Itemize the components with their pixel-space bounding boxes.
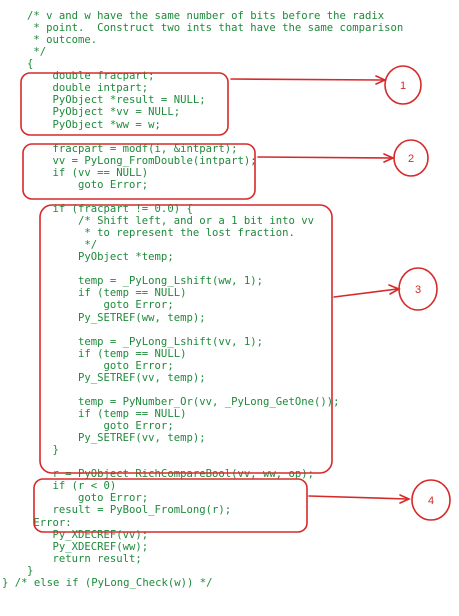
code-line: temp = _PyLong_Lshift(ww, 1); [27, 275, 263, 288]
annotation-arrow-1 [230, 78, 384, 81]
annotation-circle-2 [393, 139, 429, 177]
code-line: if (fracpart != 0.0) { [27, 202, 193, 215]
code-line: fracpart = modf(i, &intpart); [27, 142, 238, 155]
annotation-arrow-3 [333, 288, 398, 298]
code-line: goto Error; [27, 178, 149, 191]
code-line: if (temp == NULL) [27, 347, 187, 360]
code-line: PyObject *vv = NULL; [27, 106, 181, 119]
annotation-circle-3 [398, 267, 438, 311]
code-line: PyObject *temp; [27, 251, 174, 264]
code-line: */ [27, 46, 47, 59]
code-line: if (temp == NULL) [27, 287, 187, 300]
code-line: if (vv == NULL) [27, 166, 149, 179]
code-line: /* Shift left, and or a 1 bit into vv [27, 215, 315, 228]
code-line: Py_SETREF(vv, temp); [27, 371, 206, 384]
annotation-label-4: 4 [428, 495, 434, 507]
code-line: PyObject *ww = w; [27, 118, 161, 131]
annotation-arrow-2 [257, 156, 392, 159]
code-line: Py_SETREF(vv, temp); [27, 432, 206, 445]
annotation-label-3: 3 [415, 284, 421, 296]
code-line: } [27, 444, 59, 457]
code-line: PyObject *result = NULL; [27, 94, 206, 107]
code-line: return result; [27, 552, 142, 565]
annotation-box-2 [22, 143, 256, 200]
code-line: goto Error; [27, 299, 174, 312]
code-line: * outcome. [27, 34, 98, 47]
annotation-box-4 [33, 478, 308, 533]
code-line: if (temp == NULL) [27, 407, 187, 420]
annotation-circle-4 [411, 479, 451, 521]
code-line: * to represent the lost fraction. [27, 227, 295, 240]
code-line: Error: [27, 516, 72, 529]
code-line: { [27, 58, 34, 71]
code-line: } /* else if (PyLong_Check(w)) */ [2, 576, 213, 589]
annotation-box-3 [39, 204, 333, 474]
code-line: temp = _PyLong_Lshift(vv, 1); [27, 335, 263, 348]
code-line: if (r < 0) [27, 480, 117, 493]
code-line: result = PyBool_FromLong(r); [27, 504, 232, 517]
annotation-label-1: 1 [400, 80, 406, 92]
code-line: goto Error; [27, 359, 174, 372]
code-line: * point. Construct two ints that have th… [27, 22, 404, 35]
code-line: Py_SETREF(ww, temp); [27, 311, 206, 324]
code-line: /* v and w have the same number of bits … [27, 10, 385, 22]
code-line: Py_XDECREF(ww); [27, 540, 149, 553]
annotation-box-1 [20, 72, 229, 136]
annotation-circle-1 [384, 65, 422, 105]
code-line: goto Error; [27, 420, 174, 433]
code-line: vv = PyLong_FromDouble(intpart); [27, 154, 257, 167]
code-line: double intpart; [27, 82, 149, 95]
code-line: } [27, 564, 34, 577]
code-line: temp = PyNumber_Or(vv, _PyLong_GetOne())… [27, 395, 340, 408]
code-line: goto Error; [27, 492, 149, 505]
annotation-arrow-4 [308, 495, 408, 500]
annotation-label-2: 2 [408, 153, 414, 165]
code-line: */ [27, 239, 98, 252]
code-line: r = PyObject_RichCompareBool(vv, ww, op)… [27, 468, 315, 481]
